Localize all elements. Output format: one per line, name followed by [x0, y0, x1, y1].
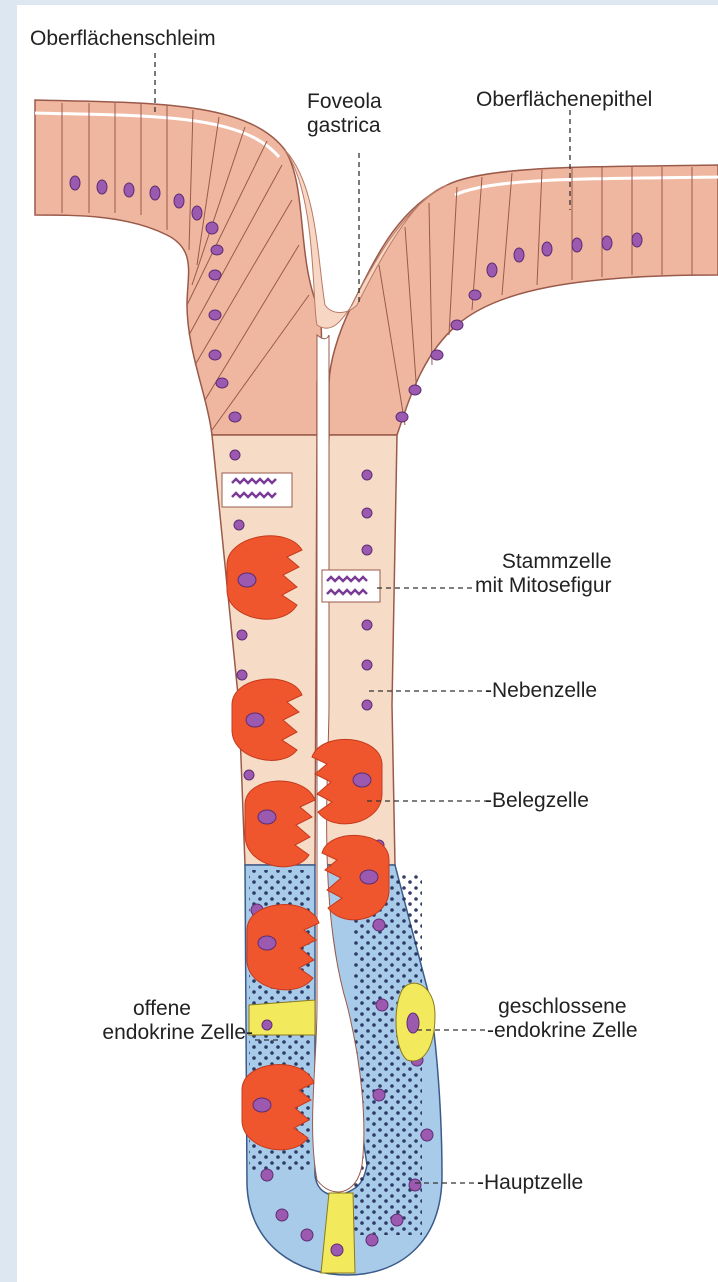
label-foveola-gastrica: Foveola gastrica — [307, 90, 382, 138]
label-offene-endokrine-zelle: offene endokrine Zelle- — [33, 997, 253, 1045]
gastric-gland-diagram — [17, 5, 718, 1282]
label-stammzelle: Stammzelle mit Mitosefigur — [475, 550, 612, 598]
diagram-canvas: Oberflächenschleim Foveola gastrica Ober… — [17, 5, 718, 1282]
label-hauptzelle: -Hauptzelle — [477, 1171, 583, 1195]
label-nebenzelle: -Nebenzelle — [485, 679, 597, 703]
label-oberflaechenschleim: Oberflächenschleim — [30, 27, 216, 51]
label-belegzelle: -Belegzelle — [485, 789, 589, 813]
stem-cell-mitosis-left — [222, 473, 292, 507]
basal-endocrine-nucleus — [331, 1244, 343, 1256]
label-geschlossene-endokrine-zelle: geschlossene -endokrine Zelle — [487, 995, 638, 1043]
label-geschlossene-line1: geschlossene — [487, 995, 638, 1019]
surface-epithelium-left — [35, 100, 321, 435]
label-foveola-line2: gastrica — [307, 114, 382, 138]
label-offene-line1: offene — [33, 997, 253, 1021]
surface-epithelium-right — [329, 165, 718, 435]
label-offene-line2: endokrine Zelle- — [33, 1021, 253, 1045]
label-foveola-line1: Foveola — [307, 90, 382, 114]
label-oberflaechenepithel: Oberflächenepithel — [476, 88, 652, 112]
label-stammzelle-line1: Stammzelle — [475, 550, 612, 574]
label-geschlossene-line2: -endokrine Zelle — [487, 1019, 638, 1043]
stem-cell-mitosis-right — [322, 570, 380, 602]
open-endocrine-nucleus — [262, 1020, 272, 1030]
label-stammzelle-line2: mit Mitosefigur — [475, 574, 612, 598]
open-endocrine-cell — [249, 1000, 315, 1035]
